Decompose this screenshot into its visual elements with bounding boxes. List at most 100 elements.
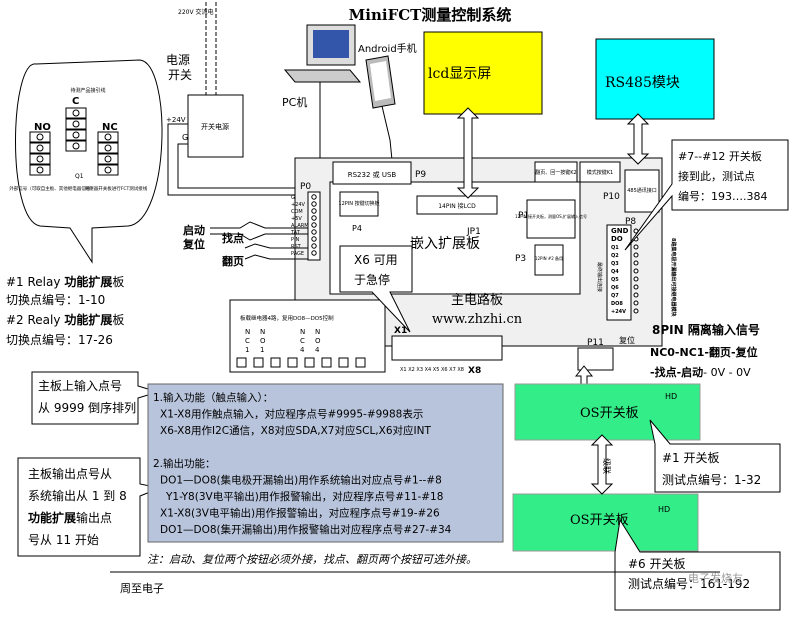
relay-terminal-label: 4 (300, 346, 305, 354)
no-label: NO (34, 122, 51, 133)
note-input: 主板上输入点号 (38, 378, 122, 393)
page-turn-label: 翻页 (222, 254, 244, 268)
relay-terminal-label: O (315, 337, 321, 345)
p0-pin (311, 236, 317, 242)
android-phone-icon (365, 55, 396, 109)
p0-pin-label: COM (291, 209, 303, 215)
g-label: G (182, 133, 188, 142)
c-label: C (72, 96, 79, 107)
ac220-label: 220V 交流电 (178, 8, 213, 16)
x1-label: X1 (394, 326, 407, 336)
p8-pin-label: Q7 (611, 293, 619, 299)
rs485-module-box (595, 38, 715, 120)
p8-pin-label: Q5 (611, 277, 619, 283)
x-connector (391, 335, 503, 361)
relay-terminal-screw (355, 357, 366, 368)
relay-terminal-label: N (245, 328, 250, 336)
k2-key (534, 161, 578, 183)
function-info-line: X6-X8用作I2C通信，X8对应SDA,X7对应SCL,X6对应INT (160, 424, 431, 437)
p11-label: P11 (587, 338, 604, 348)
pin14-lcd-label: 14PIN 接LCD (438, 202, 476, 210)
p8-connector (606, 224, 632, 321)
relay-block-screw (104, 166, 112, 174)
os-board-label: OS开关板 (570, 513, 629, 528)
lcd-arrow (456, 107, 480, 199)
note-sw1: #1 开关板 (662, 451, 720, 465)
note-output: 系统输出从 1 到 8 (28, 488, 127, 503)
footer-label: 周至电子 (120, 582, 164, 595)
reset-label: 复位 (182, 237, 205, 251)
p8-pin-label: DO (611, 235, 623, 243)
note-712: #7--#12 开关板 (678, 149, 762, 163)
relay-terminal-screw (304, 357, 315, 368)
embedded-board-label: 嵌入扩展板 (410, 236, 480, 252)
rs485-port (624, 169, 660, 213)
relay-terminal-screw (338, 357, 349, 368)
p0-pin-label: +24V (291, 202, 306, 208)
sw1-callout (649, 419, 781, 493)
os-switch-board-6 (512, 493, 699, 552)
pin12-switch-connector (339, 191, 379, 217)
p1-label: P1 (518, 211, 529, 221)
p8-pin-label: Q6 (611, 285, 619, 291)
k1-label: 模式按键K1 (587, 169, 613, 176)
relay-product-label: 待测产品接引线 (70, 87, 105, 94)
p8-label: P8 (625, 217, 636, 227)
relay-terminal-screw (321, 357, 332, 368)
power-supply-box (187, 94, 244, 158)
relay-terminal-label: 1 (260, 346, 264, 354)
start-label: 启动 (183, 223, 205, 237)
sw712-callout (624, 139, 789, 251)
pin12-os-connector (526, 199, 576, 239)
jp1-label: JP1 (466, 227, 481, 237)
p0-pin-label: PIN (291, 237, 299, 243)
relay-block-screw (72, 142, 80, 150)
function-info-line: 2.输出功能： (153, 457, 216, 470)
relay-block-screw (72, 131, 80, 139)
p0-pin-label: +5V (291, 216, 302, 222)
p0-pin-label: RST (291, 244, 302, 250)
p8-pin (633, 284, 639, 290)
pin8-note: NC0-NC1-翻页-复位 (650, 345, 758, 359)
relay-connect-label: 继继器开关板进行FCT测试接线 (85, 185, 148, 192)
p0-pin (311, 208, 317, 214)
os-switch-board-1 (514, 383, 701, 441)
p0-label: P0 (300, 182, 311, 192)
relay-terminal-blocks (29, 107, 119, 176)
rs485-port-label: 485通讯接口 (627, 187, 657, 194)
p0-pin (311, 201, 317, 207)
relay-terminal-label: N (300, 328, 305, 336)
relay-terminal-screw (287, 357, 298, 368)
function-info-line: 1.输入功能（触点输入）： (153, 391, 273, 404)
pin12-spare-connector (534, 244, 564, 276)
p8-pin (633, 268, 639, 274)
function-info-line: X1-X8(3V电平输出)用作报警输出，对应程序点号#19-#26 (160, 507, 440, 520)
p8-pin-label: +24V (611, 309, 626, 315)
p8-pin (633, 276, 639, 282)
p8-pin (633, 308, 639, 314)
p0-pin-label: ALARM (291, 223, 309, 229)
android-cable (381, 105, 393, 161)
pc-icon (283, 24, 362, 83)
note-x6: X6 可用 (354, 253, 398, 267)
website-label: www.zhzhi.cn (432, 312, 523, 327)
p3-label: P3 (515, 254, 526, 264)
relay-block-screw (104, 144, 112, 152)
note-relay-1: #1 Relay 功能扩展板 (6, 274, 124, 289)
relay-block-screw (72, 120, 80, 128)
power-wire (177, 143, 298, 189)
p8-pin-label: Q4 (611, 269, 619, 275)
relay-block-screw (36, 155, 44, 163)
find-point-label: 找点 (222, 231, 244, 245)
p8-pin (633, 260, 639, 266)
p11-connector (577, 347, 614, 371)
p4-label: P4 (352, 224, 362, 233)
note-712: 接到此，测试点 (678, 170, 755, 183)
relay-terminal-label: N (260, 328, 265, 336)
android-label: Android手机 (358, 42, 417, 55)
rs232-usb-port (332, 161, 412, 185)
side-note: 8路集电极开漏输出可接继电器模块 (670, 238, 677, 317)
rs485-label: RS485模块 (605, 75, 680, 91)
q1-label: Q1 (75, 173, 84, 180)
